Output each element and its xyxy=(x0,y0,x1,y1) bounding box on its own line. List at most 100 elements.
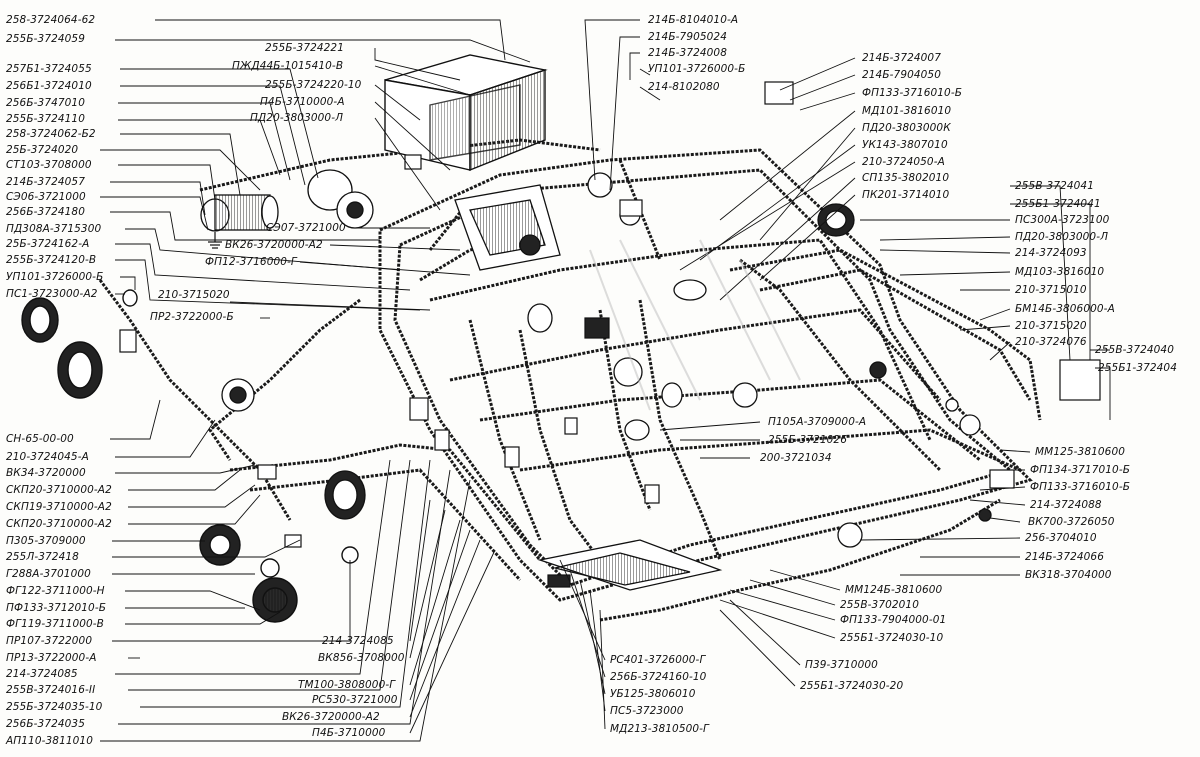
label-tr-9: МД101-3816010 xyxy=(862,105,952,117)
label-tr-3: 214Б-3724008 xyxy=(648,47,727,59)
gauges xyxy=(221,172,992,548)
starter-motor xyxy=(200,169,374,232)
label-lb-17: 255Б-3724035-10 xyxy=(6,701,103,713)
label-tc-9: 210-3715020 xyxy=(158,289,230,301)
label-r-9: 210-3715020 xyxy=(1015,320,1087,332)
label-rb-4: 214-3724088 xyxy=(1030,499,1102,511)
label-lb-3: ВК34-3720000 xyxy=(6,467,86,479)
label-left-4: 256Б1-3724010 xyxy=(6,80,92,92)
label-lb-14: ПР13-3722000-А xyxy=(6,652,97,664)
connectors xyxy=(119,81,1101,588)
label-r-2: 255Б1-3724041 xyxy=(1015,198,1101,210)
label-r-8: БМ14Б-3806000-А xyxy=(1015,303,1115,315)
label-tc-6: СЭ07-3721000 xyxy=(266,222,346,234)
label-br-2: 255В-3702010 xyxy=(840,599,919,611)
label-tr-10: ПД20-3803000К xyxy=(862,122,951,134)
label-rb-1: МM125-3810600 xyxy=(1035,446,1126,458)
label-rb-7: 214Б-3724066 xyxy=(1025,551,1104,563)
label-r-11: 255В-3724040 xyxy=(1095,344,1174,356)
label-lb-7: П305-3709000 xyxy=(6,535,86,547)
label-tc-10: ПР2-3722000-Б xyxy=(150,311,234,323)
label-r-5: 214-3724093 xyxy=(1015,247,1087,259)
label-lb-8: 255Л-372418 xyxy=(6,551,79,563)
label-tc-7: ВК26-3720000-А2 xyxy=(225,239,323,251)
label-lb-5: СКП19-3710000-А2 xyxy=(6,501,112,513)
label-tc-3: 255Б-3724220-10 xyxy=(265,79,362,91)
label-tc-5: ПД20-3803000-Л xyxy=(250,112,344,124)
label-lb-13: ПР107-3722000 xyxy=(6,635,93,647)
label-lb-18: 256Б-3724035 xyxy=(6,718,85,730)
label-bc-6: П4Б-3710000 xyxy=(312,727,386,739)
label-rb-3: ФП133-3716010-Б xyxy=(1030,481,1131,493)
label-tr-13: СП135-3802010 xyxy=(862,172,950,184)
label-left-2: 255Б-3724059 xyxy=(6,33,85,45)
label-bc-2: ВК856-3708000 xyxy=(318,652,405,664)
leader-lines xyxy=(100,19,531,742)
label-tc-4: П4Б-3710000-А xyxy=(260,96,345,108)
label-left-1: 258-3724064-62 xyxy=(6,14,96,26)
label-tr-7: 214Б-7904050 xyxy=(862,69,941,81)
label-left-6: 255Б-3724110 xyxy=(6,113,85,125)
label-left-16: УП101-3726000-Б xyxy=(6,271,104,283)
label-r-12: 255Б1-372404 xyxy=(1098,362,1177,374)
label-left-10: 214Б-3724057 xyxy=(6,176,85,188)
label-lb-6: СКП20-3710000-А2 xyxy=(6,518,112,530)
label-tr-14: ПК201-3714010 xyxy=(862,189,950,201)
label-rb-5: ВК700-3726050 xyxy=(1028,516,1115,528)
label-tr-1: 214Б-8104010-А xyxy=(648,14,739,26)
label-br-6: 256Б-3724160-10 xyxy=(610,671,707,683)
label-br-1: ММ124Б-3810600 xyxy=(845,584,943,596)
label-br-9: МД213-3810500-Г xyxy=(610,723,709,735)
label-bc-4: РС530-3721000 xyxy=(312,694,398,706)
label-left-12: 256Б-3724180 xyxy=(6,206,85,218)
label-rb-6: 256-3704010 xyxy=(1025,532,1097,544)
label-r-7: 210-3715010 xyxy=(1015,284,1087,296)
label-cm-2: 255Б-3721026 xyxy=(768,434,847,446)
label-bc-1: 214-3724085 xyxy=(322,635,394,647)
label-left-15: 255Б-3724120-В xyxy=(6,254,97,266)
label-lb-19: АП110-3811010 xyxy=(6,735,93,747)
label-r-4: ПД20-3803000-Л xyxy=(1015,231,1109,243)
label-bc-3: ТМ100-3808000-Г xyxy=(298,679,396,691)
label-rb-2: ФП134-3717010-Б xyxy=(1030,464,1131,476)
label-cm-3: 200-3721034 xyxy=(760,452,832,464)
label-br-5: РС401-3726000-Г xyxy=(610,654,706,666)
ground-symbol xyxy=(208,232,222,249)
label-r-3: ПС300А-3723100 xyxy=(1015,214,1110,226)
label-left-14: 25Б-3724162-А xyxy=(6,238,90,250)
label-br-3: ФП133-7904000-01 xyxy=(840,614,947,626)
label-bc-5: ВК26-3720000-А2 xyxy=(282,711,380,723)
label-left-3: 257Б1-3724055 xyxy=(6,63,92,75)
label-br-8: ПС5-3723000 xyxy=(610,705,684,717)
label-left-9: СТ103-3708000 xyxy=(6,159,92,171)
label-tr-4: УП101-3726000-Б xyxy=(648,63,746,75)
watermark xyxy=(589,239,801,411)
headlamps xyxy=(21,289,359,623)
label-lb-2: 210-3724045-А xyxy=(6,451,89,463)
label-lb-4: СКП20-3710000-А2 xyxy=(6,484,112,496)
label-lb-11: ПФ133-3712010-Б xyxy=(6,602,107,614)
label-lb-1: СН-65-00-00 xyxy=(6,433,74,445)
label-r-6: МД103-3816010 xyxy=(1015,266,1105,278)
label-tr-5: 214-8102080 xyxy=(648,81,720,93)
label-lb-10: ФГ122-3711000-Н xyxy=(6,585,105,597)
label-tr-8: ФП133-3716010-Б xyxy=(862,87,963,99)
label-tc-2: ПЖД44Б-1015410-В xyxy=(232,60,344,72)
label-left-11: СЭ06-3721000 xyxy=(6,191,86,203)
label-tr-12: 210-3724050-А xyxy=(862,156,945,168)
label-br-11: 255Б1-3724030-20 xyxy=(800,680,904,692)
label-left-17: ПС1-3723000-А2 xyxy=(6,288,98,300)
label-lb-12: ФГ119-3711000-В xyxy=(6,618,104,630)
label-br-4: 255Б1-3724030-10 xyxy=(840,632,944,644)
label-left-7: 258-3724062-Б2 xyxy=(6,128,96,140)
label-tc-1: 255Б-3724221 xyxy=(265,42,344,54)
label-br-7: УБ125-3806010 xyxy=(610,688,696,700)
label-cm-1: П105А-3709000-А xyxy=(768,416,867,428)
label-tr-11: УК143-3807010 xyxy=(862,139,948,151)
label-left-13: ПД308А-3715300 xyxy=(6,223,102,235)
label-tr-6: 214Б-3724007 xyxy=(862,52,941,64)
battery xyxy=(384,54,548,172)
label-left-8: 25Б-3724020 xyxy=(6,144,79,156)
label-lb-9: Г288А-3701000 xyxy=(6,568,91,580)
